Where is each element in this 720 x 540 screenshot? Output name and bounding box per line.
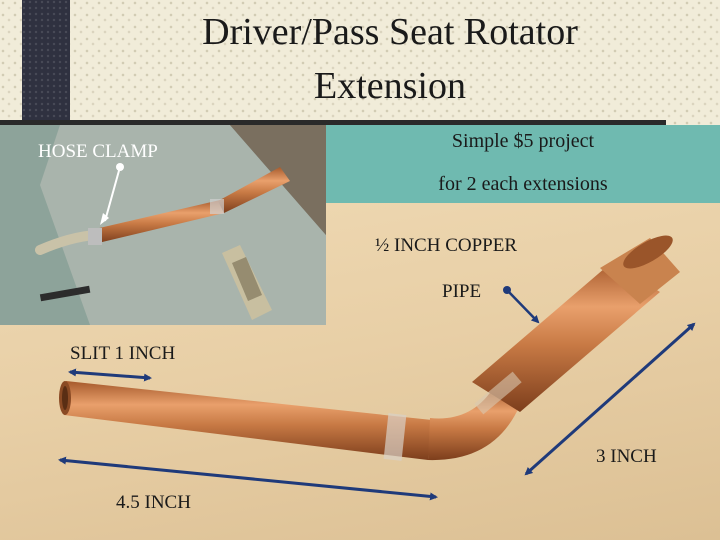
hose-clamp-label: HOSE CLAMP (38, 141, 158, 162)
slide-title-line2: Extension (314, 65, 466, 107)
pipe-long-segment (59, 381, 432, 460)
info-box-line2: for 2 each extensions (438, 173, 608, 195)
slit-dimension-arrow (68, 368, 152, 382)
slit-label: SLIT 1 INCH (70, 343, 176, 364)
angle-segment-dimension-arrow (524, 322, 696, 476)
inset-photo-hose-clamp: HOSE CLAMP (0, 125, 326, 325)
info-box-line1: Simple $5 project (451, 130, 595, 152)
decorative-dark-bar (22, 0, 70, 120)
title-divider (0, 120, 666, 125)
pipe-elbow (428, 390, 520, 461)
length-dimension-arrow (58, 456, 438, 501)
copper-pipe-label-line1: ½ INCH COPPER (375, 235, 517, 256)
inset-illustration (0, 125, 326, 325)
slide-title-line1: Driver/Pass Seat Rotator (202, 11, 578, 53)
copper-pipe-label-line2: PIPE (442, 281, 482, 302)
info-box (326, 125, 720, 203)
copper-pipe-pointer (506, 289, 540, 324)
four-half-inch-label: 4.5 INCH (116, 492, 191, 513)
copper-pipe-illustration (59, 235, 680, 461)
three-inch-label: 3 INCH (596, 446, 657, 467)
